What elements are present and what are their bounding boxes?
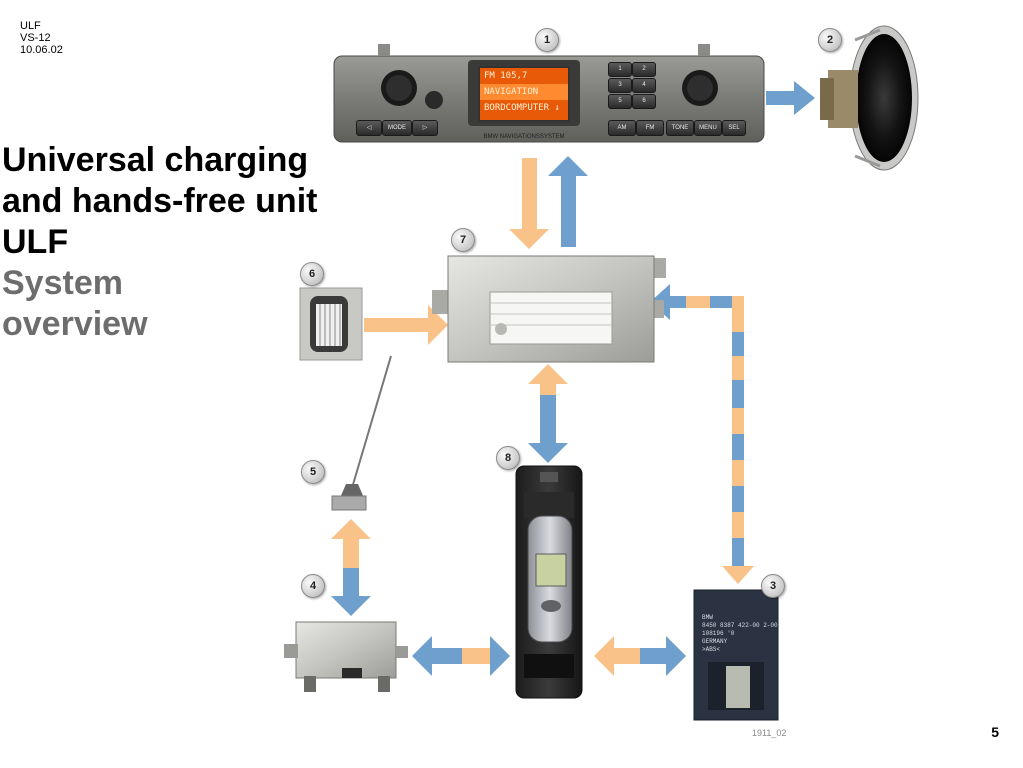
title-line-1: Universal charging [2,141,309,179]
arrow-radio-to-ulf [509,158,549,249]
badge-5: 5 [301,460,325,484]
preset-key-6[interactable]: 6 [632,94,656,109]
module3-label-serial: 108196 '0 [702,630,735,637]
subtitle-line-1: System [2,264,123,302]
badge-2: 2 [818,28,842,52]
phone-cradle [515,465,583,699]
module3-label-country: GERMANY [702,638,728,645]
radio-brand-label: BMW NAVIGATIONSSYSTEM [483,134,565,140]
fm-button[interactable]: FM [636,120,664,136]
slide-meta: ULF VS-12 10.06.02 [20,20,63,56]
preset-key-3[interactable]: 3 [608,78,632,93]
subtitle-line-2: overview [2,305,148,343]
page-number: 5 [991,724,999,740]
tone-button[interactable]: TONE [666,120,694,136]
meta-doc: ULF [20,20,41,32]
mode-button[interactable]: MODE [382,120,412,136]
preset-key-5[interactable]: 5 [608,94,632,109]
ulf-control-unit [432,255,666,363]
arrow-ulf-to-radio [548,156,588,247]
module3-label-part: 8450 8387 422-00 2-00 [702,622,778,629]
module-3 [693,589,779,721]
module3-label-material: >ABS< [702,646,721,653]
module3-label-brand: BMW [702,614,713,621]
arrow-antenna-tuner [331,519,371,616]
antenna [331,355,392,511]
meta-date: 10.06.02 [20,44,63,56]
sel-button[interactable]: SEL [722,120,746,136]
sensor-component [299,287,363,361]
arrow-sensor-to-ulf [364,305,448,345]
badge-8: 8 [496,446,520,470]
badge-1: 1 [535,28,559,52]
speaker [820,25,919,171]
arrow-ulf-cradle [528,364,568,463]
menu-button[interactable]: MENU [694,120,722,136]
preset-key-4[interactable]: 4 [632,78,656,93]
arrow-ulf-module3 [650,284,754,584]
photo-code: 1911_02 [752,728,787,738]
slide-title: Universal charging and hands-free unit U… [2,140,317,345]
badge-6: 6 [300,262,324,286]
arrow-radio-to-speaker [766,81,815,115]
title-line-2: and hands-free unit [2,182,318,220]
display-board-computer: BORDCOMPUTER ↓ [484,103,560,113]
badge-3: 3 [761,574,785,598]
title-line-3: ULF [2,223,69,261]
arrow-cradle-module3 [594,636,686,676]
meta-course: VS-12 [20,32,51,44]
badge-7: 7 [451,228,475,252]
display-station: FM 105,7 [484,71,528,81]
am-button[interactable]: AM [608,120,636,136]
arrow-tuner-cradle [412,636,510,676]
radio-display: FM 105,7 NAVIGATION BORDCOMPUTER ↓ [478,66,570,122]
preset-key-2[interactable]: 2 [632,62,656,77]
preset-key-1[interactable]: 1 [608,62,632,77]
display-navigation: NAVIGATION [480,84,568,100]
antenna-tuner [284,621,408,692]
badge-4: 4 [301,574,325,598]
seek-forward-button[interactable]: ▷ [412,120,438,136]
seek-back-button[interactable]: ◁ [356,120,382,136]
module3-label: BMW 8450 8387 422-00 2-00 108196 '0 GERM… [702,614,778,654]
